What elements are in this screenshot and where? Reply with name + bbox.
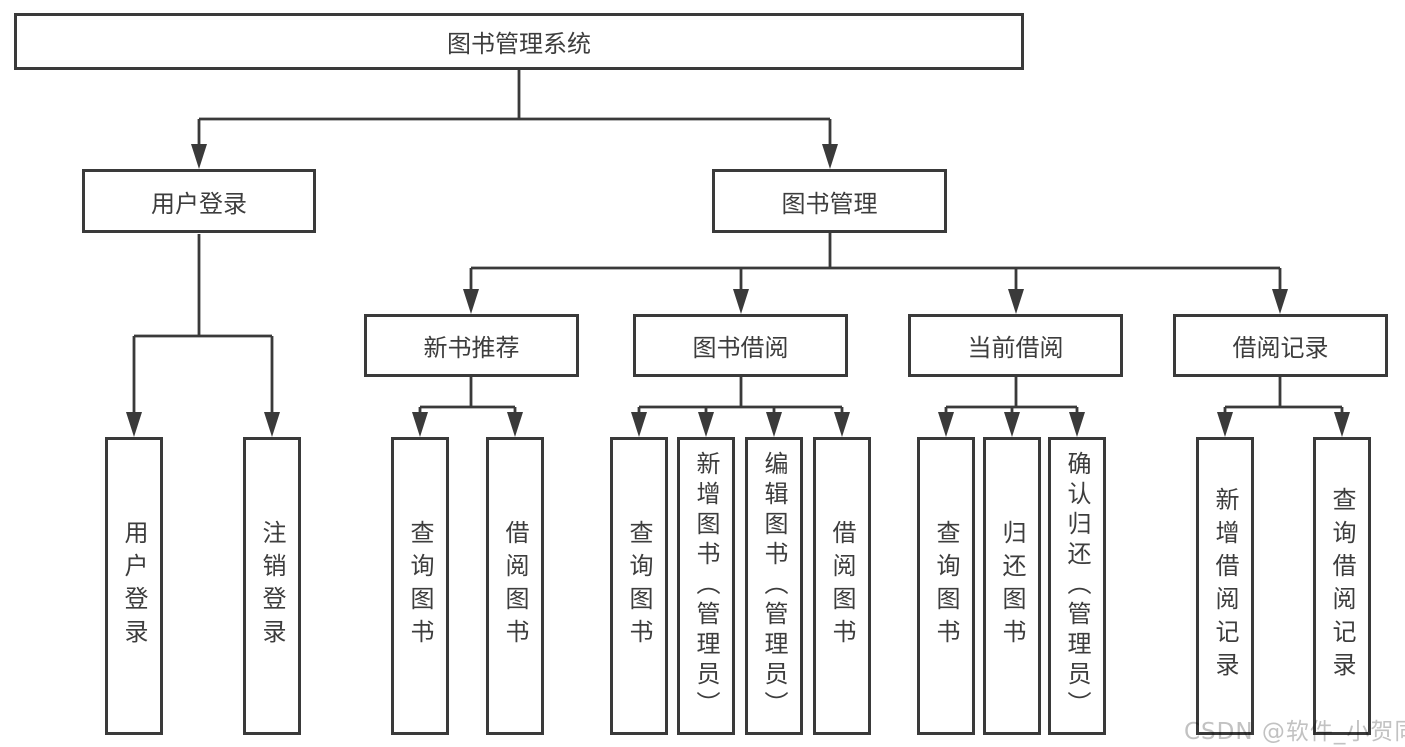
node-root-label: 图书管理系统	[447, 30, 591, 58]
leaf-query-book-borrowing: 查询图书	[610, 437, 668, 735]
leaf-edit-book-admin-label: 编辑图书（管理员）	[760, 451, 788, 721]
node-new-book-recommendation-label: 新书推荐	[423, 334, 520, 362]
watermark: CSDN @软件_小贺同学	[1184, 719, 1405, 745]
node-current-borrowing-label: 当前借阅	[967, 334, 1064, 362]
leaf-confirm-return-admin-label: 确认归还（管理员）	[1063, 451, 1091, 721]
leaf-add-borrow-record-label: 新增借阅记录	[1211, 487, 1239, 685]
leaf-query-book-recommend-label: 查询图书	[406, 520, 434, 652]
leaf-return-book: 归还图书	[983, 437, 1041, 735]
node-new-book-recommendation: 新书推荐	[364, 314, 579, 377]
leaf-confirm-return-admin: 确认归还（管理员）	[1048, 437, 1106, 735]
leaf-add-book-admin-label: 新增图书（管理员）	[692, 451, 720, 721]
node-borrowing-records-label: 借阅记录	[1232, 334, 1329, 362]
leaf-logout-label: 注销登录	[258, 520, 286, 652]
leaf-borrow-book-recommend-label: 借阅图书	[501, 520, 529, 652]
leaf-user-login-label: 用户登录	[120, 520, 148, 652]
leaf-query-book-current: 查询图书	[917, 437, 975, 735]
leaf-query-borrow-record-label: 查询借阅记录	[1328, 487, 1356, 685]
node-book-management: 图书管理	[712, 169, 947, 233]
leaf-borrow-book-label: 借阅图书	[828, 520, 856, 652]
node-book-borrowing: 图书借阅	[633, 314, 848, 377]
leaf-user-login: 用户登录	[105, 437, 163, 735]
leaf-logout: 注销登录	[243, 437, 301, 735]
leaf-query-book-current-label: 查询图书	[932, 520, 960, 652]
node-current-borrowing: 当前借阅	[908, 314, 1123, 377]
leaf-query-borrow-record: 查询借阅记录	[1313, 437, 1371, 735]
leaf-borrow-book: 借阅图书	[813, 437, 871, 735]
node-book-borrowing-label: 图书借阅	[692, 334, 789, 362]
leaf-add-book-admin: 新增图书（管理员）	[677, 437, 735, 735]
leaf-return-book-label: 归还图书	[998, 520, 1026, 652]
node-user-login-label: 用户登录	[151, 189, 247, 218]
leaf-query-book-recommend: 查询图书	[391, 437, 449, 735]
node-user-login: 用户登录	[82, 169, 316, 233]
leaf-query-book-borrowing-label: 查询图书	[625, 520, 653, 652]
leaf-borrow-book-recommend: 借阅图书	[486, 437, 544, 735]
leaf-edit-book-admin: 编辑图书（管理员）	[745, 437, 803, 735]
node-borrowing-records: 借阅记录	[1173, 314, 1388, 377]
leaf-add-borrow-record: 新增借阅记录	[1196, 437, 1254, 735]
node-book-management-label: 图书管理	[781, 189, 878, 218]
node-root: 图书管理系统	[14, 13, 1024, 70]
